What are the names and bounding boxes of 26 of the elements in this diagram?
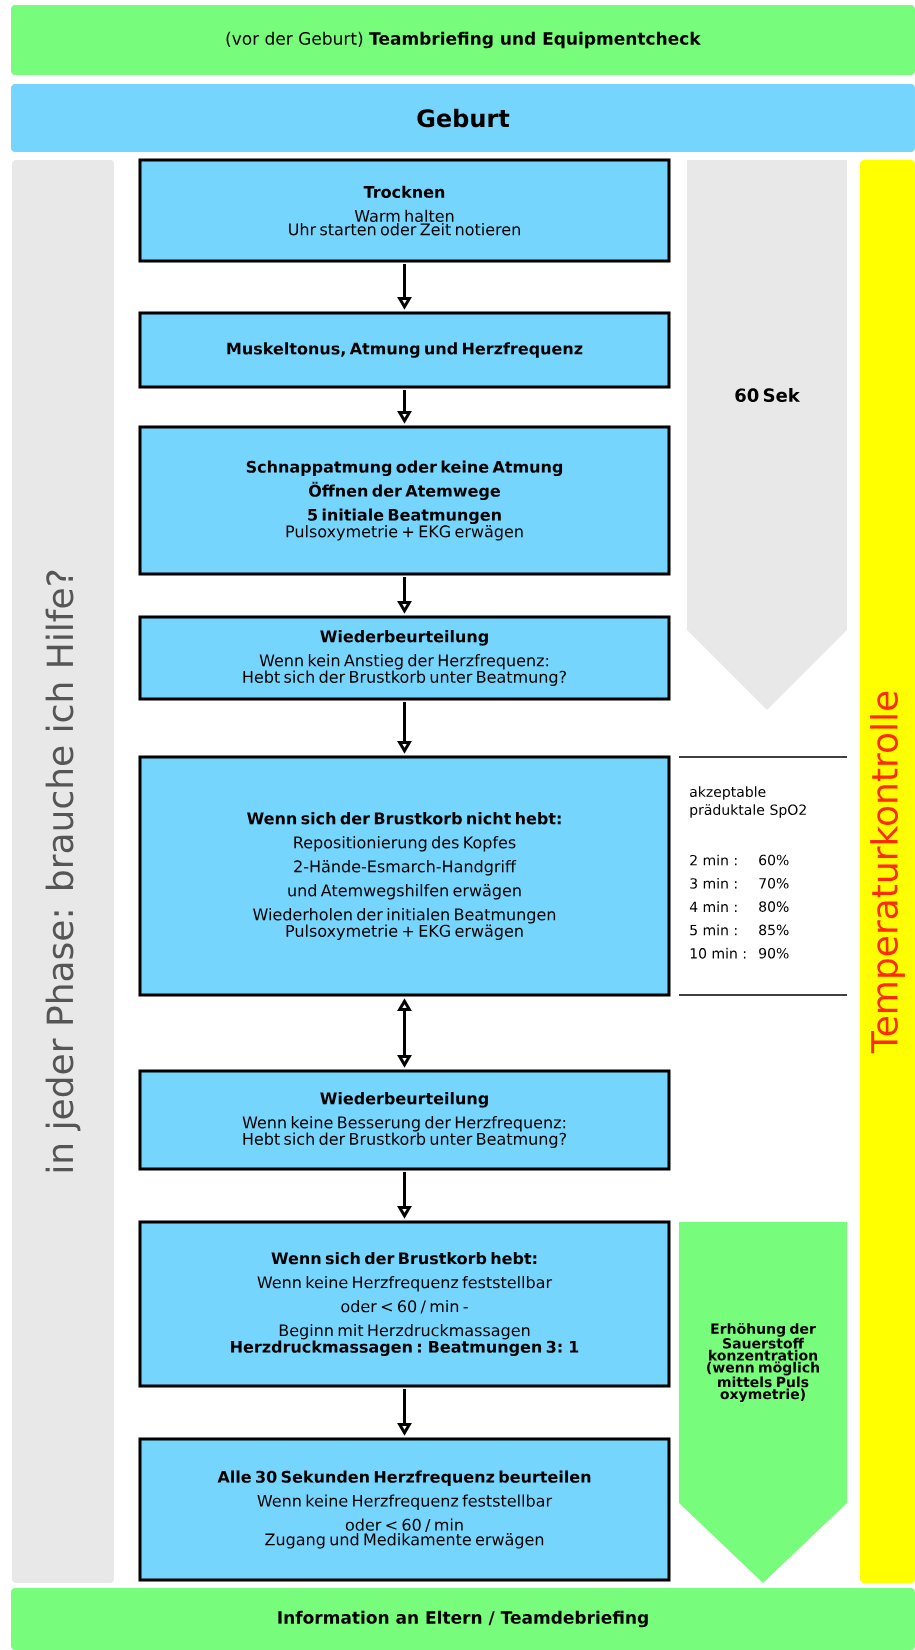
table-heading: akzeptable präduktale SpO2 (690, 786, 806, 818)
process-box: Alle 30 Sekunden Herzfrequenz beurteilen Wenn keine Herzfrequenz feststellbar oder < 60 / min Zugang und Medikamente erwägen (138, 1437, 671, 1582)
table-cell: 2 min : (690, 854, 737, 866)
table-cell: 4 min : (689, 901, 737, 912)
process-box: Trocknen Warm halten Uhr starten oder Zeit notieren (138, 158, 671, 263)
table-cell: 10 min : (690, 947, 746, 959)
heading-band: Information an Eltern / Teamdebriefing (11, 1588, 915, 1650)
side-band: Temperaturkontrolle (860, 160, 915, 1583)
side-band: in jeder Phase: brauche ich Hilfe? (12, 160, 114, 1583)
process-box: Wenn sich der Brustkorb nicht hebt: Repositionierung des Kopfes 2-Hände-Esmarch-Handgriff und Atemwegshilfen erwägen Wiederholen der initialen Beatmungen Pulsoxymetrie + EKG erwägen (138, 755, 671, 997)
table-cell: 90% (759, 947, 789, 959)
table-cell: 80% (759, 901, 789, 912)
table-cell: 3 min : (690, 877, 737, 889)
heading-band: (vor der Geburt) Teambriefing und Equipmentcheck (11, 5, 915, 75)
heading-band: Geburt (11, 84, 915, 152)
process-box: Muskeltonus, Atmung und Herzfrequenz (138, 311, 671, 389)
process-box: Schnappatmung oder keine Atmung Öffnen der Atemwege 5 initiale Beatmungen Pulsoxymetrie + EKG erwägen (138, 425, 671, 576)
time-arrow-band: 60 Sek (687, 160, 847, 710)
table-cell: 60% (759, 854, 789, 866)
table-cell: 85% (759, 924, 789, 936)
table-cell: 70% (759, 878, 789, 889)
process-box: Wenn sich der Brustkorb hebt: Wenn keine Herzfrequenz feststellbar oder < 60 / min - Beginn mit Herzdruckmassagen Herzdruckmassagen : Beatmungen 3: 1 (138, 1220, 671, 1388)
process-box: Wiederbeurteilung Wenn kein Anstieg der Herzfrequenz: Hebt sich der Brustkorb unter Beatmung? (138, 615, 671, 701)
table-cell: 5 min : (690, 924, 737, 936)
process-box: Wiederbeurteilung Wenn keine Besserung der Herzfrequenz: Hebt sich der Brustkorb unter Beatmung? (138, 1069, 671, 1171)
down-arrow-band: Erhöhung der Sauerstoff konzentration (wenn möglich mittels Puls oxymetrie) (679, 1222, 847, 1583)
